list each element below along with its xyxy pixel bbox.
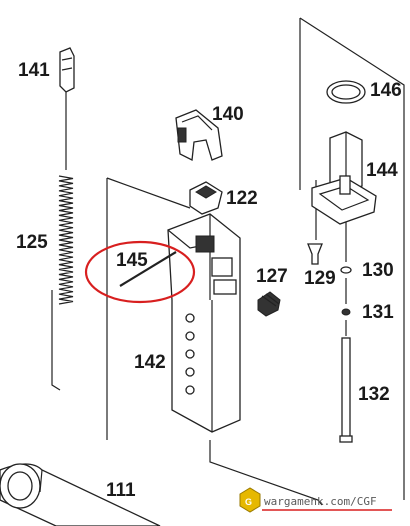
part-111-tube	[0, 463, 161, 526]
svg-text:G: G	[245, 497, 252, 507]
label-144: 144	[366, 160, 398, 181]
part-129-stem	[307, 243, 323, 265]
watermark-logo-icon: G	[239, 487, 261, 513]
part-144-valve	[311, 131, 377, 225]
part-142-magazine-body	[167, 213, 241, 433]
watermark: G wargamehk.com/CGF	[239, 487, 392, 513]
part-125-spring	[58, 175, 74, 305]
label-131: 131	[362, 302, 394, 323]
part-145-pin	[119, 251, 177, 287]
part-122-block	[189, 181, 223, 215]
label-130: 130	[362, 260, 394, 281]
label-111: 111	[106, 480, 136, 501]
label-125: 125	[16, 232, 48, 253]
label-142: 142	[134, 352, 166, 373]
part-140-catch	[175, 109, 223, 161]
part-146-oring	[326, 80, 366, 104]
label-141: 141	[18, 60, 50, 81]
label-122: 122	[226, 188, 258, 209]
part-127-screw	[257, 291, 281, 317]
part-130-washer	[340, 266, 352, 274]
label-129: 129	[304, 268, 336, 289]
label-127: 127	[256, 266, 288, 287]
part-132-rod	[339, 337, 353, 443]
label-145: 145	[116, 250, 148, 271]
highlight-circle-145	[84, 240, 196, 304]
part-131-nut	[341, 308, 351, 316]
label-140: 140	[212, 104, 244, 125]
label-146: 146	[370, 80, 402, 101]
part-141-latch	[59, 47, 75, 93]
watermark-text: wargamehk.com/CGF	[264, 495, 377, 508]
part-labels: 141 125 140 122 145 127 142 111 146 144 …	[16, 60, 402, 501]
label-132: 132	[358, 384, 390, 405]
